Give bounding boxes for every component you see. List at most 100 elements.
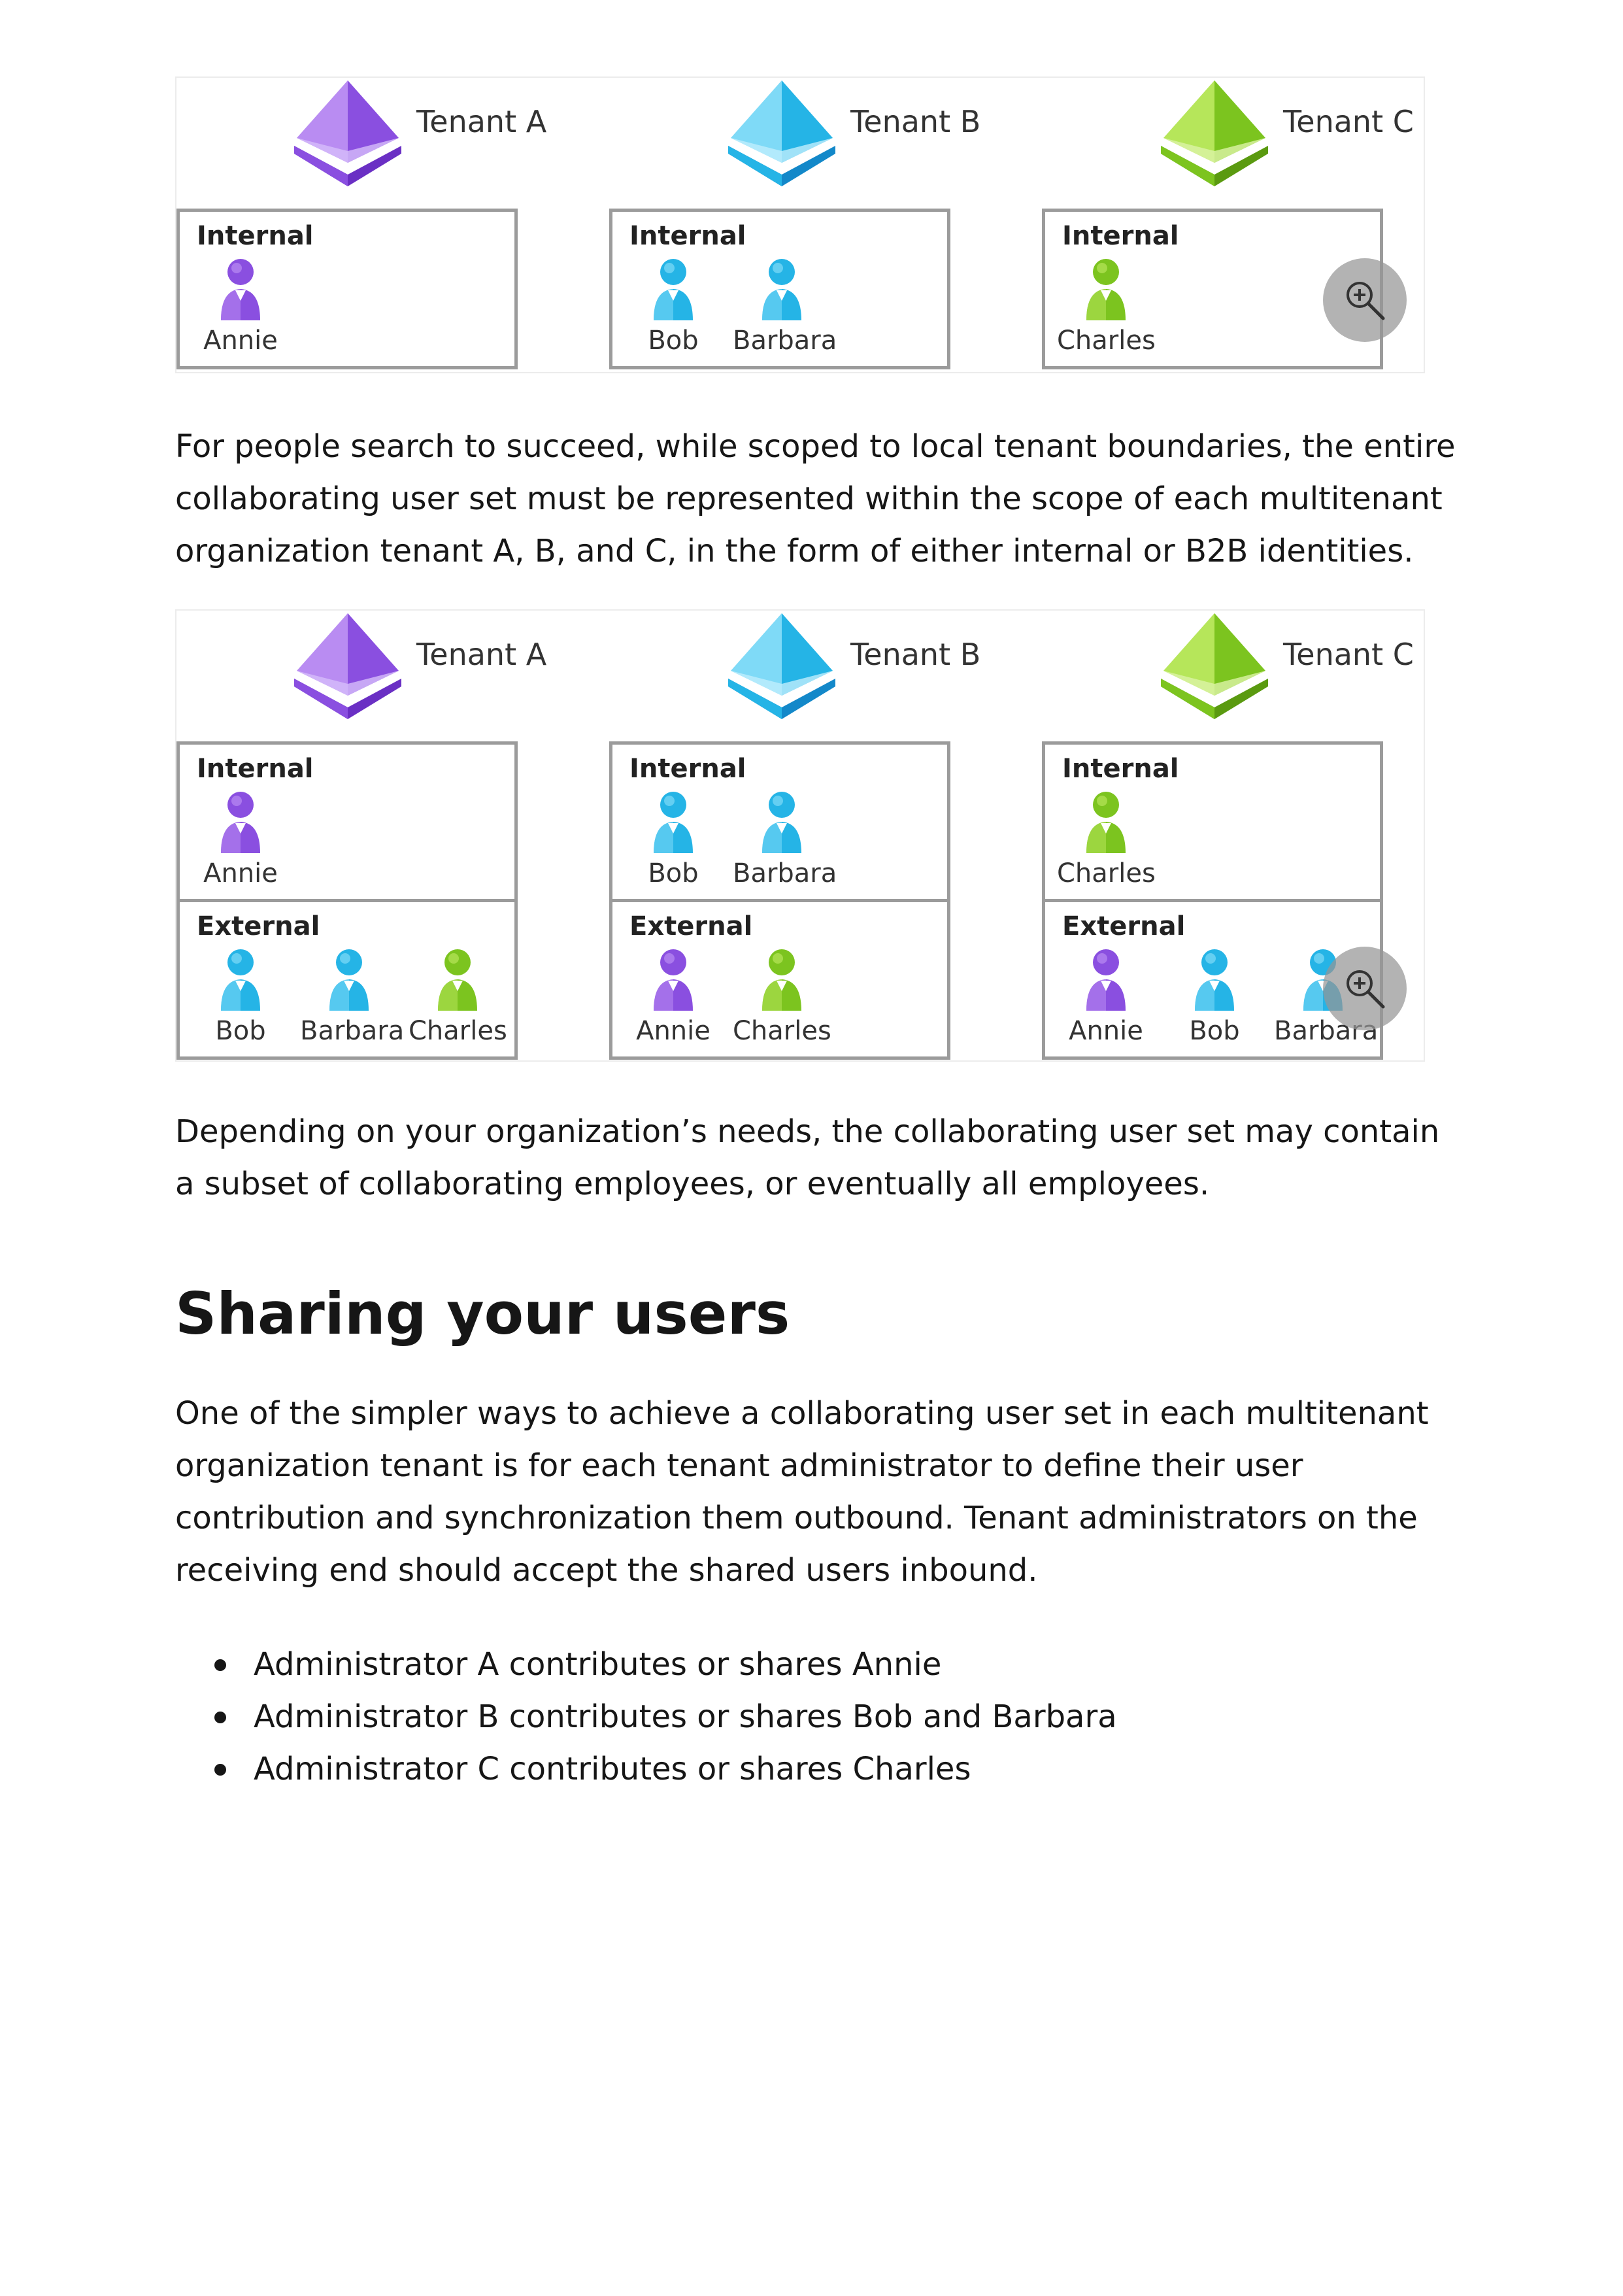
tenant-user-box: Internal Bob Barbara [609, 209, 950, 369]
section-heading: Sharing your users [175, 1280, 790, 1347]
tenant-header: Tenant B [723, 611, 1089, 722]
bullet-icon [214, 1659, 226, 1671]
user-name: Charles [1057, 858, 1156, 888]
sharing-users-paragraph: One of the simpler ways to achieve a col… [175, 1395, 1429, 1589]
user-item: Bob [624, 790, 722, 895]
user-icon [654, 949, 693, 1011]
user-icon [654, 792, 693, 853]
user-item: Barbara [733, 258, 837, 362]
entra-diamond-icon [294, 613, 401, 719]
tenant-name: Tenant B [850, 637, 981, 672]
user-icon [1086, 949, 1126, 1011]
section-label: Internal [629, 754, 746, 784]
people-search-paragraph: For people search to succeed, while scop… [175, 428, 1456, 569]
user-name: Bob [648, 326, 699, 356]
section-label: Internal [629, 221, 746, 251]
user-item: Barbara [733, 790, 837, 895]
user-name: Annie [203, 858, 278, 888]
user-item: Bob [192, 948, 290, 1053]
user-icon [221, 792, 260, 853]
section-label: External [1062, 911, 1186, 941]
tenant-header: Tenant C [1156, 611, 1522, 722]
section-label: Internal [1062, 754, 1179, 784]
user-name: Bob [1189, 1016, 1240, 1046]
user-item: Charles [409, 948, 507, 1053]
user-icon [221, 949, 260, 1011]
user-name: Barbara [300, 1016, 405, 1046]
external-users-section: External Bob Barbara Charles [180, 899, 514, 1056]
tenant-user-box: Internal Annie [176, 209, 518, 369]
user-item: Annie [624, 948, 722, 1053]
user-item: Annie [192, 790, 290, 895]
internal-users-section: Internal Annie [180, 745, 514, 899]
entra-diamond-icon [294, 80, 401, 186]
bullet-icon [214, 1712, 226, 1723]
zoom-button[interactable] [1323, 258, 1407, 342]
user-name: Barbara [733, 858, 837, 888]
user-icon [762, 259, 801, 320]
list-item-text: Administrator B contributes or shares Bo… [254, 1698, 1117, 1735]
internal-users-section: Internal Bob Barbara [612, 745, 947, 899]
section-label: Internal [1062, 221, 1179, 251]
tenant-header: Tenant A [289, 78, 655, 189]
section-label: External [197, 911, 320, 941]
user-icon [654, 259, 693, 320]
list-item: Administrator A contributes or shares An… [175, 1638, 1117, 1691]
internal-users-section: Internal Annie [180, 212, 514, 366]
user-icon [762, 949, 801, 1011]
list-item-text: Administrator C contributes or shares Ch… [254, 1751, 971, 1787]
user-icon [329, 949, 369, 1011]
user-name: Barbara [733, 326, 837, 356]
user-item: Bob [624, 258, 722, 362]
zoom-in-icon [1347, 282, 1385, 320]
internal-users-section: Internal Bob Barbara [612, 212, 947, 366]
section-label: Internal [197, 754, 314, 784]
user-icon [762, 792, 801, 853]
section-label: External [629, 911, 753, 941]
tenant-header: Tenant B [723, 78, 1089, 189]
user-icon [221, 259, 260, 320]
user-name: Annie [636, 1016, 711, 1046]
entra-diamond-icon [728, 80, 835, 186]
tenant-name: Tenant A [416, 637, 547, 672]
user-name: Annie [1069, 1016, 1143, 1046]
user-name: Charles [733, 1016, 831, 1046]
tenant-name: Tenant C [1283, 104, 1414, 139]
user-item: Bob [1165, 948, 1263, 1053]
user-icon [1086, 259, 1126, 320]
user-name: Bob [648, 858, 699, 888]
section-label: Internal [197, 221, 314, 251]
list-item: Administrator C contributes or shares Ch… [175, 1743, 1117, 1795]
entra-diamond-icon [728, 613, 835, 719]
entra-diamond-icon [1161, 613, 1268, 719]
user-item: Charles [1057, 790, 1156, 895]
user-item: Barbara [300, 948, 405, 1053]
zoom-button[interactable] [1323, 947, 1407, 1030]
tenant-header: Tenant A [289, 611, 655, 722]
user-item: Charles [733, 948, 831, 1053]
external-users-section: External Annie Bob Barbara [1045, 899, 1380, 1056]
entra-diamond-icon [1161, 80, 1268, 186]
list-item-text: Administrator A contributes or shares An… [254, 1646, 942, 1683]
internal-users-section: Internal Charles [1045, 745, 1380, 899]
list-item: Administrator B contributes or shares Bo… [175, 1691, 1117, 1743]
tenant-name: Tenant A [416, 104, 547, 139]
user-item: Charles [1057, 258, 1156, 362]
user-icon [438, 949, 477, 1011]
bullet-icon [214, 1764, 226, 1776]
user-item: Annie [192, 258, 290, 362]
tenants-internal-diagram: Tenant A Internal Annie Tenant B Internal … [175, 76, 1425, 373]
zoom-in-icon [1347, 970, 1385, 1009]
user-name: Charles [409, 1016, 507, 1046]
external-users-section: External Annie Charles [612, 899, 947, 1056]
user-icon [1086, 792, 1126, 853]
user-icon [1195, 949, 1234, 1011]
collaborating-user-set-paragraph: Depending on your organization’s needs, … [175, 1113, 1440, 1202]
user-name: Annie [203, 326, 278, 356]
tenant-header: Tenant C [1156, 78, 1522, 189]
internal-users-section: Internal Charles [1045, 212, 1380, 366]
